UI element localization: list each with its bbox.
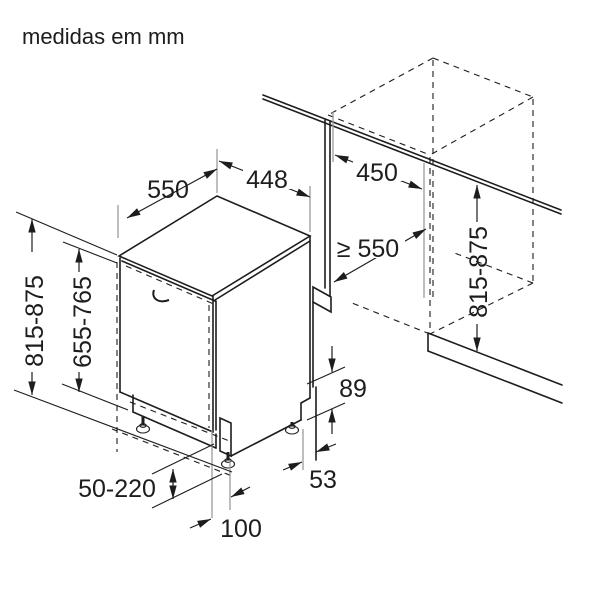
dishwasher-top-face [117, 195, 312, 297]
dimension-plinth-range: 50-220 [78, 469, 177, 503]
dim-label-450: 450 [356, 159, 398, 187]
dishwasher-base [111, 235, 311, 477]
dimension-top-depth: 550 [126, 168, 218, 219]
dim-label-448: 448 [246, 166, 288, 194]
dim-label-door-height: 655-765 [69, 276, 97, 368]
dim-label-niche-height: 815-875 [465, 226, 493, 318]
dim-label-550: 550 [147, 176, 189, 204]
door-handle [152, 289, 170, 303]
dimension-foot-setback: 100 [189, 486, 262, 543]
dimension-niche-height: 815-875 [465, 185, 493, 351]
dimension-base-height: 89 [328, 346, 367, 434]
side-panel-end-cap [312, 285, 332, 314]
dim-label-100: 100 [220, 515, 262, 543]
side-panel [312, 119, 332, 461]
dim-label-niche-depth: ≥ 550 [337, 235, 399, 263]
dimension-side-gap: 53 [282, 443, 337, 494]
dishwasher-door [116, 257, 217, 452]
adjustable-foot [284, 422, 300, 435]
plinth [427, 332, 563, 404]
dimension-top-width: 448 [218, 160, 311, 198]
dim-label-89: 89 [339, 375, 367, 403]
dim-label-plinth: 50-220 [78, 475, 156, 503]
cabinet-niche [262, 57, 563, 461]
dim-label-height-overall: 815-875 [21, 275, 49, 367]
base-front-post [219, 416, 232, 458]
adjustable-foot [135, 416, 151, 434]
dimension-niche-width: 450 [334, 154, 423, 190]
diagram-title: medidas em mm [22, 24, 185, 49]
dishwasher [111, 195, 312, 477]
dimension-height-overall: 815-875 [21, 219, 49, 395]
dimension-niche-depth: ≥ 550 [331, 228, 427, 283]
adjustable-foot [220, 452, 236, 469]
dim-label-53: 53 [309, 466, 337, 494]
niche-outline [327, 57, 534, 335]
dimension-door-height: 655-765 [69, 249, 97, 392]
